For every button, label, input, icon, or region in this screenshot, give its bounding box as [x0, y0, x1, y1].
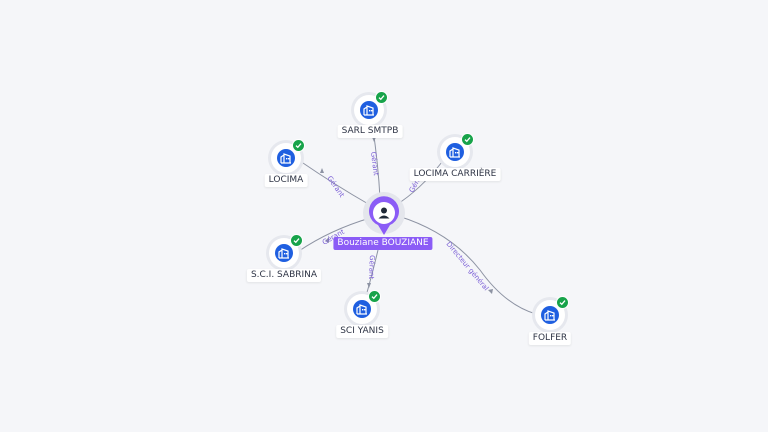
company-node-folfer[interactable] — [535, 296, 569, 330]
verified-check-icon — [461, 133, 474, 146]
company-node-sci-sabrina[interactable] — [269, 234, 303, 268]
company-node-sci-yanis[interactable] — [347, 290, 381, 324]
verified-check-icon — [290, 234, 303, 247]
company-node-locima[interactable] — [271, 139, 305, 173]
company-label[interactable]: SARL SMTPB — [337, 125, 403, 138]
building-icon — [275, 244, 293, 262]
edge-folfer — [397, 215, 537, 315]
building-icon — [277, 149, 295, 167]
relation-label: Directeur général — [444, 240, 490, 292]
edge-sci-sabrina — [298, 217, 371, 252]
verified-check-icon — [375, 91, 388, 104]
company-label[interactable]: FOLFER — [528, 332, 572, 345]
building-icon — [360, 101, 378, 119]
edges — [298, 115, 537, 315]
company-label[interactable]: S.C.I. SABRINA — [246, 269, 322, 282]
verified-check-icon — [292, 139, 305, 152]
relation-label: Gérant — [367, 255, 376, 280]
building-icon — [446, 143, 464, 161]
edge-arrow — [372, 137, 376, 142]
relation-label: Gérant — [325, 175, 346, 200]
user-icon — [369, 196, 399, 235]
edge-locima — [299, 160, 371, 206]
verified-check-icon — [556, 296, 569, 309]
edge-arrow — [488, 289, 493, 294]
company-label[interactable]: LOCIMA — [264, 174, 308, 187]
company-node-locima-carriere[interactable] — [440, 133, 474, 167]
relation-label: Gérant — [369, 151, 380, 176]
person-node[interactable] — [367, 195, 401, 237]
company-node-sarl-smtpb[interactable] — [354, 91, 388, 125]
edge-arrow — [320, 168, 324, 173]
building-icon — [541, 306, 559, 324]
edge-arrow — [367, 283, 371, 288]
building-icon — [353, 300, 371, 318]
person-name-label[interactable]: Bouziane BOUZIANE — [333, 237, 433, 250]
verified-check-icon — [368, 290, 381, 303]
company-label[interactable]: LOCIMA CARRIÈRE — [409, 168, 501, 181]
company-label[interactable]: SCI YANIS — [336, 325, 388, 338]
edge-sarl-smtpb — [370, 115, 381, 199]
edge-arrow — [325, 237, 329, 243]
edge-sci-yanis — [365, 249, 379, 297]
